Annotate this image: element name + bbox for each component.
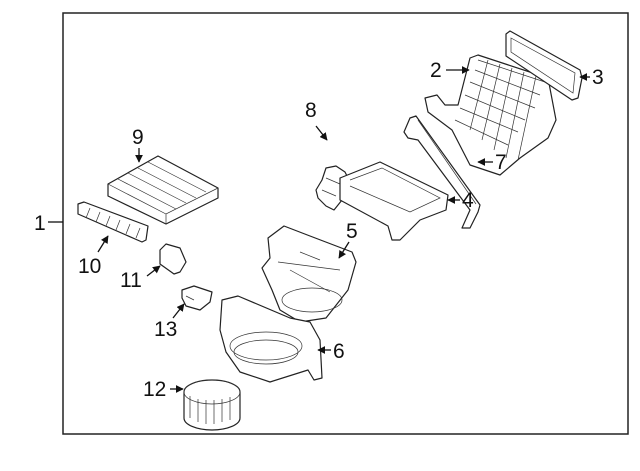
part-6-blower-lower-case[interactable] [219, 295, 323, 383]
callout-11-label: 11 [120, 269, 142, 292]
callout-8-leader [315, 125, 328, 141]
part-9-cabin-air-filter[interactable] [107, 155, 219, 225]
callout-7[interactable]: 7 [477, 151, 507, 174]
callout-13-label: 13 [154, 318, 177, 341]
callout-11[interactable]: 11 [120, 265, 161, 292]
callout-1-label: 1 [34, 212, 46, 235]
callout-7-label: 7 [495, 151, 507, 174]
callout-10[interactable]: 10 [78, 235, 109, 278]
part-13-connector-module[interactable] [181, 285, 213, 311]
diagram-frame [62, 12, 629, 435]
callout-13-leader [172, 303, 185, 319]
callout-9[interactable]: 9 [132, 126, 144, 163]
callout-3-label: 3 [592, 66, 604, 89]
callout-11-leader [146, 265, 161, 277]
callout-12-label: 12 [143, 378, 166, 401]
part-2-upper-case[interactable] [424, 54, 557, 176]
part-11-resistor[interactable] [159, 243, 187, 275]
callout-2-label: 2 [430, 59, 442, 82]
callout-6[interactable]: 6 [317, 340, 345, 363]
callout-10-leader [97, 235, 109, 253]
callout-13[interactable]: 13 [154, 303, 185, 341]
part-5-blower-upper-case[interactable] [261, 225, 357, 323]
callout-9-label: 9 [132, 126, 144, 149]
callout-4-label: 4 [462, 189, 474, 212]
callout-8[interactable]: 8 [305, 99, 328, 141]
part-7-bracket-frame[interactable] [403, 115, 481, 229]
callout-5-leader [338, 241, 350, 259]
callout-12[interactable]: 12 [143, 378, 184, 401]
callout-5-label: 5 [346, 220, 358, 243]
part-10-filter-cover[interactable] [77, 201, 149, 243]
callout-1[interactable]: 1 [34, 212, 63, 235]
callout-3[interactable]: 3 [579, 66, 604, 89]
callout-6-label: 6 [333, 340, 345, 363]
callout-8-label: 8 [305, 99, 317, 122]
part-12-blower-motor[interactable] [183, 379, 241, 431]
callout-2[interactable]: 2 [430, 59, 470, 82]
part-4-intermediate-case[interactable] [339, 161, 449, 241]
callout-5[interactable]: 5 [338, 220, 358, 259]
part-3-seal-gasket[interactable] [505, 30, 583, 101]
callout-4[interactable]: 4 [447, 189, 474, 212]
callout-10-label: 10 [78, 255, 101, 278]
